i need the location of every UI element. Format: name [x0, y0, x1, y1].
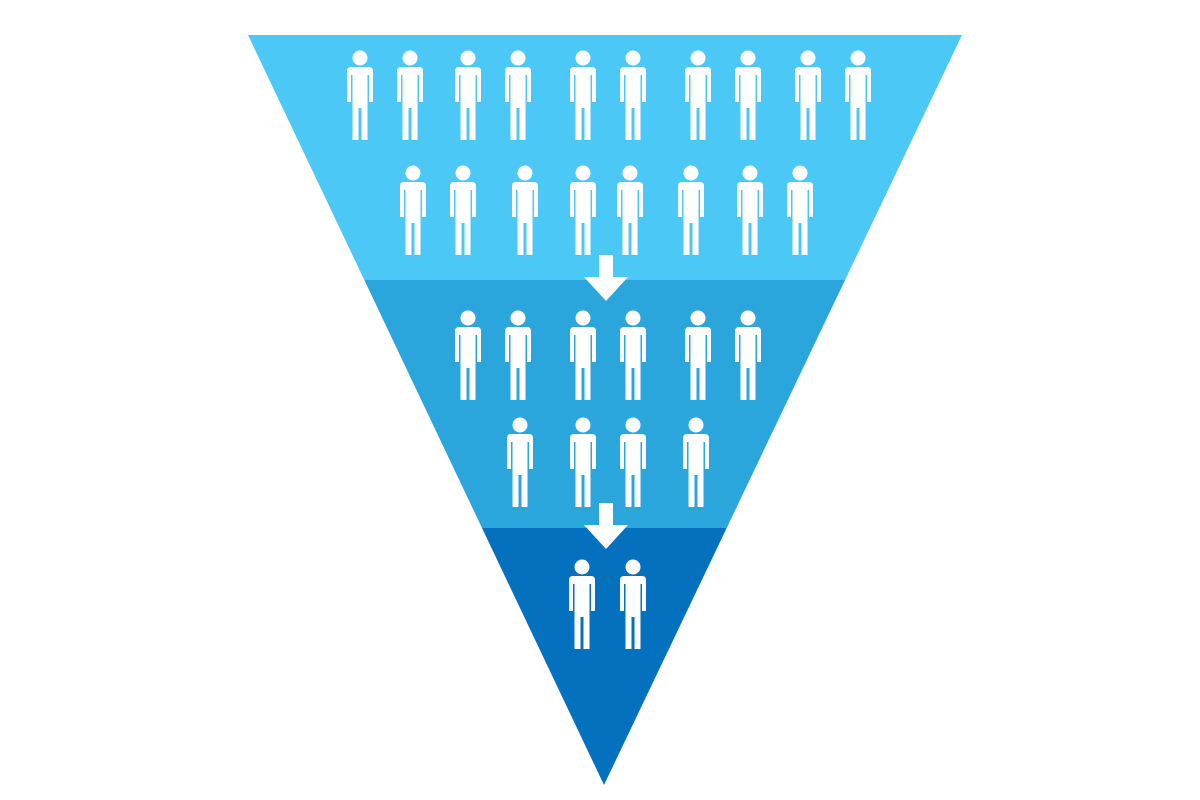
funnel-stage-top: [248, 35, 962, 280]
person-icon-top-18: [787, 165, 813, 255]
person-icon-top-2: [397, 50, 423, 140]
person-icon-top-10: [845, 50, 871, 140]
person-icon-top-12: [450, 165, 476, 255]
person-icon-top-9: [795, 50, 821, 140]
person-icon-middle-24: [735, 310, 761, 400]
person-icon-top-5: [570, 50, 596, 140]
person-icon-bottom-30: [620, 559, 646, 649]
person-icon-top-1: [347, 50, 373, 140]
person-icon-top-6: [620, 50, 646, 140]
person-icon-top-15: [617, 165, 643, 255]
person-icon-top-11: [400, 165, 426, 255]
funnel-stage-bottom: [482, 528, 727, 785]
people-icons: [347, 50, 871, 649]
person-icon-bottom-29: [569, 559, 595, 649]
person-icon-middle-21: [570, 310, 596, 400]
person-icon-top-13: [512, 165, 538, 255]
person-icon-top-7: [685, 50, 711, 140]
person-icon-top-3: [455, 50, 481, 140]
person-icon-middle-27: [620, 417, 646, 507]
arrow-down-icon-top-to-middle: [584, 255, 628, 301]
person-icon-middle-20: [505, 310, 531, 400]
person-icon-top-4: [505, 50, 531, 140]
funnel-stages: [248, 35, 962, 785]
funnel-stage-middle: [364, 280, 846, 528]
person-icon-middle-23: [685, 310, 711, 400]
stage-arrows: [584, 255, 628, 549]
person-icon-top-17: [737, 165, 763, 255]
person-icon-middle-19: [455, 310, 481, 400]
person-icon-middle-22: [620, 310, 646, 400]
person-icon-middle-28: [683, 417, 709, 507]
person-icon-top-8: [735, 50, 761, 140]
person-icon-top-16: [678, 165, 704, 255]
arrow-down-icon-middle-to-bottom: [584, 503, 628, 549]
person-icon-middle-26: [570, 417, 596, 507]
person-icon-top-14: [570, 165, 596, 255]
person-icon-middle-25: [507, 417, 533, 507]
